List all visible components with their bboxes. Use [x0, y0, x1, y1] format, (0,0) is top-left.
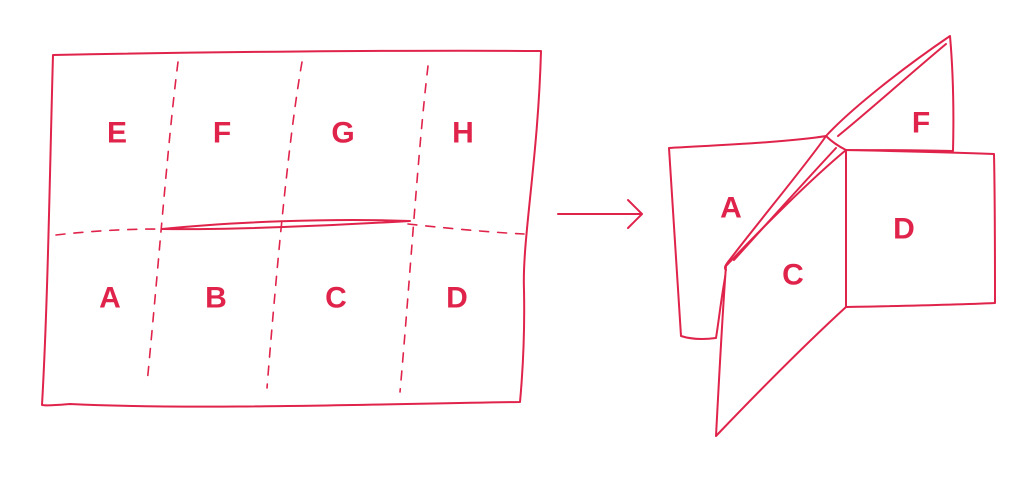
panel-label-f: F	[213, 117, 231, 150]
booklet-label-d: D	[893, 213, 915, 246]
booklet-label-a: A	[720, 192, 742, 225]
panel-label-g: G	[331, 117, 354, 150]
fold-line-vertical-2	[266, 61, 303, 389]
panel-label-d: D	[446, 282, 468, 315]
fold-line-vertical-1	[146, 61, 179, 385]
booklet-panel-c	[715, 149, 847, 437]
booklet-label-f: F	[912, 107, 930, 140]
fold-line-horizontal-left	[55, 228, 161, 236]
panel-label-e: E	[107, 117, 127, 150]
booklet-panel-d	[845, 149, 996, 308]
fold-line-vertical-3	[399, 65, 429, 393]
booklet-label-c: C	[782, 259, 804, 292]
folded-booklet: A F C D	[668, 35, 996, 437]
ridge-edge-upper	[837, 43, 947, 137]
panel-label-a: A	[99, 282, 121, 315]
fold-line-horizontal-right	[407, 223, 525, 235]
arrow-right-icon	[557, 199, 643, 229]
ridge-notch	[723, 261, 729, 271]
panel-label-h: H	[452, 117, 474, 150]
panel-label-c: C	[325, 282, 347, 315]
panel-label-b: B	[205, 282, 227, 315]
flat-sheet: E F G H A B C D	[41, 49, 542, 408]
ridge-edge-lower	[733, 147, 837, 261]
sheet-outline	[41, 49, 542, 408]
cut-slit	[161, 219, 411, 231]
